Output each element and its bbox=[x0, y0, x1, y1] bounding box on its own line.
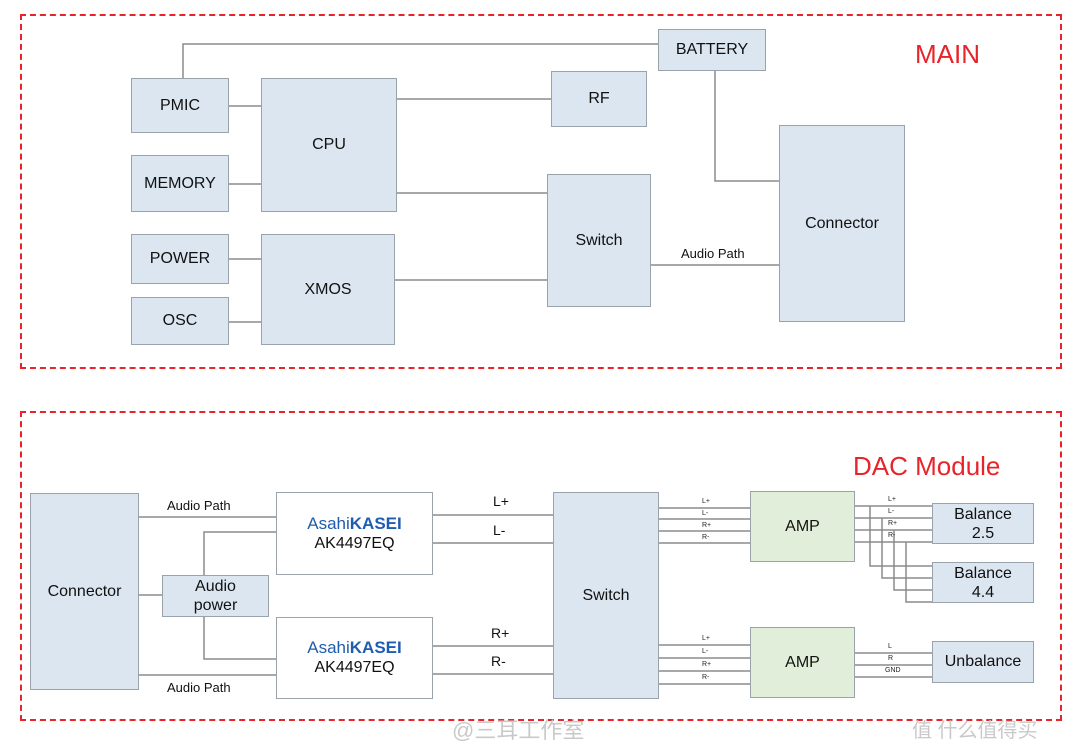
main-section-frame bbox=[20, 14, 1062, 369]
chip-model-label: AK4497EQ bbox=[314, 534, 395, 552]
watermark-right: 值 什么值得买 bbox=[912, 720, 1038, 742]
osc-block: OSC bbox=[131, 297, 229, 345]
balance-4-4-line1: Balance bbox=[954, 564, 1012, 582]
pin-r-plus: R+ bbox=[888, 520, 898, 527]
amp-block-bottom: AMP bbox=[750, 627, 855, 698]
pin-label-l-plus: L+ bbox=[493, 493, 509, 509]
main-switch-block: Switch bbox=[547, 174, 651, 307]
unbalance-block: Unbalance bbox=[932, 641, 1034, 683]
dac-section-frame bbox=[20, 411, 1062, 721]
main-audio-path-label: Audio Path bbox=[681, 246, 745, 261]
memory-block: MEMORY bbox=[131, 155, 229, 212]
pmic-block: PMIC bbox=[131, 78, 229, 133]
pin-l-minus: L- bbox=[702, 648, 709, 655]
main-section-title: MAIN bbox=[915, 39, 980, 69]
pin-r: R bbox=[888, 655, 894, 662]
balance-4-4-line2: 4.4 bbox=[971, 583, 995, 601]
dac-audio-path-label-bottom: Audio Path bbox=[167, 680, 231, 695]
watermark-left: @三耳工作室 bbox=[452, 718, 585, 743]
xmos-block: XMOS bbox=[261, 234, 395, 345]
brand-bold: KASEI bbox=[349, 638, 402, 657]
audio-power-line2: power bbox=[193, 597, 238, 614]
balance-2-5-line2: 2.5 bbox=[971, 524, 995, 542]
chip-model-label: AK4497EQ bbox=[314, 659, 395, 676]
pin-l-plus: L+ bbox=[702, 498, 710, 505]
asahi-kasei-logo: AsahiKASEI bbox=[307, 514, 402, 534]
dac-connector-block: Connector bbox=[30, 493, 139, 690]
pin-label-r-minus: R- bbox=[491, 653, 506, 669]
pin-r-minus: R- bbox=[702, 674, 710, 681]
amp-block-top: AMP bbox=[750, 491, 855, 562]
balance-2-5-block: Balance 2.5 bbox=[932, 503, 1034, 544]
power-block: POWER bbox=[131, 234, 229, 284]
brand-bold: KASEI bbox=[349, 513, 402, 533]
dac-chip-left: AsahiKASEI AK4497EQ bbox=[276, 492, 433, 575]
battery-block: BATTERY bbox=[658, 29, 766, 71]
pin-l-minus: L- bbox=[888, 508, 895, 515]
asahi-kasei-logo: AsahiKASEI bbox=[307, 638, 402, 658]
balance-2-5-line1: Balance bbox=[954, 505, 1012, 523]
pin-l-plus: L+ bbox=[702, 635, 710, 642]
pin-label-r-plus: R+ bbox=[491, 625, 510, 641]
pin-r-plus: R+ bbox=[702, 522, 712, 529]
pin-r-minus: R- bbox=[888, 532, 896, 539]
pin-r-plus: R+ bbox=[702, 661, 712, 668]
pin-label-l-minus: L- bbox=[493, 522, 506, 538]
dac-chip-right: AsahiKASEI AK4497EQ bbox=[276, 617, 433, 699]
dac-audio-path-label-top: Audio Path bbox=[167, 498, 231, 513]
pin-l: L bbox=[888, 643, 892, 650]
dac-section-title: DAC Module bbox=[853, 451, 1001, 481]
pin-l-minus: L- bbox=[702, 510, 709, 517]
audio-power-block: Audio power bbox=[162, 575, 269, 617]
dac-switch-block: Switch bbox=[553, 492, 659, 699]
brand-regular: Asahi bbox=[307, 513, 350, 533]
balance-4-4-block: Balance 4.4 bbox=[932, 562, 1034, 603]
pin-gnd: GND bbox=[885, 667, 901, 674]
pin-l-plus: L+ bbox=[888, 496, 896, 503]
brand-regular: Asahi bbox=[307, 638, 350, 657]
rf-block: RF bbox=[551, 71, 647, 127]
pin-r-minus: R- bbox=[702, 534, 710, 541]
cpu-block: CPU bbox=[261, 78, 397, 212]
main-connector-block: Connector bbox=[779, 125, 905, 322]
audio-power-line1: Audio bbox=[195, 578, 236, 595]
